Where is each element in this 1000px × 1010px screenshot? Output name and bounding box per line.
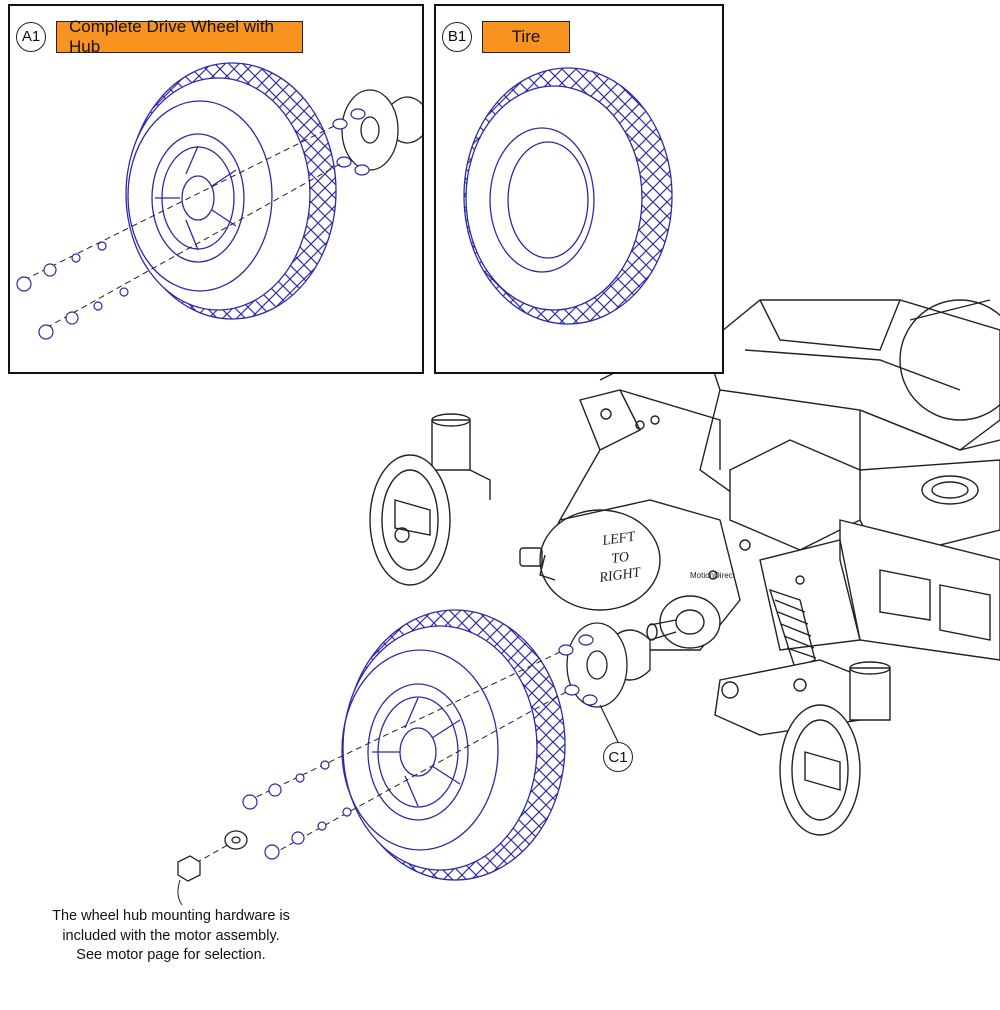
c1-leader-line [599,704,619,743]
lug-nuts-main [242,760,352,860]
motor-label-line3: RIGHT [597,565,642,586]
wheel-hub-main [566,622,651,708]
power-base-chassis: MotionDirect [369,299,1000,836]
panel-a-header: A1 Complete Drive Wheel with Hub [16,17,303,56]
motor-label-line2: TO [610,550,630,567]
complete-drive-wheel-drawing [16,62,422,340]
note-line-3: See motor page for selection. [76,947,266,963]
panel-b-title: Tire [482,20,570,53]
hub-mounting-hardware [177,830,248,882]
hardware-note: The wheel hub mounting hardware is inclu… [40,907,302,966]
note-line-1: The wheel hub mounting hardware is [52,908,290,924]
drive-wheel-main [341,609,566,881]
note-leader-line [177,879,183,906]
panel-a-title: Complete Drive Wheel with Hub [56,17,303,56]
callout-c1-hub: C1 [603,742,633,772]
motor-label-line1: LEFT [600,529,637,549]
panel-complete-drive-wheel: A1 Complete Drive Wheel with Hub [8,4,424,374]
motor-rotation-label: LEFT TO RIGHT [597,529,642,586]
hub-studs-main [558,634,598,706]
panel-tire: B1 Tire [434,4,724,374]
tire-drawing [463,67,673,325]
panel-a-id-callout: A1 [16,21,46,52]
svg-text:MotionDirect: MotionDirect [690,571,736,580]
panel-b-header: B1 Tire [442,20,570,53]
note-line-2: included with the motor assembly. [62,927,280,944]
panel-b-id-callout: B1 [442,21,472,52]
